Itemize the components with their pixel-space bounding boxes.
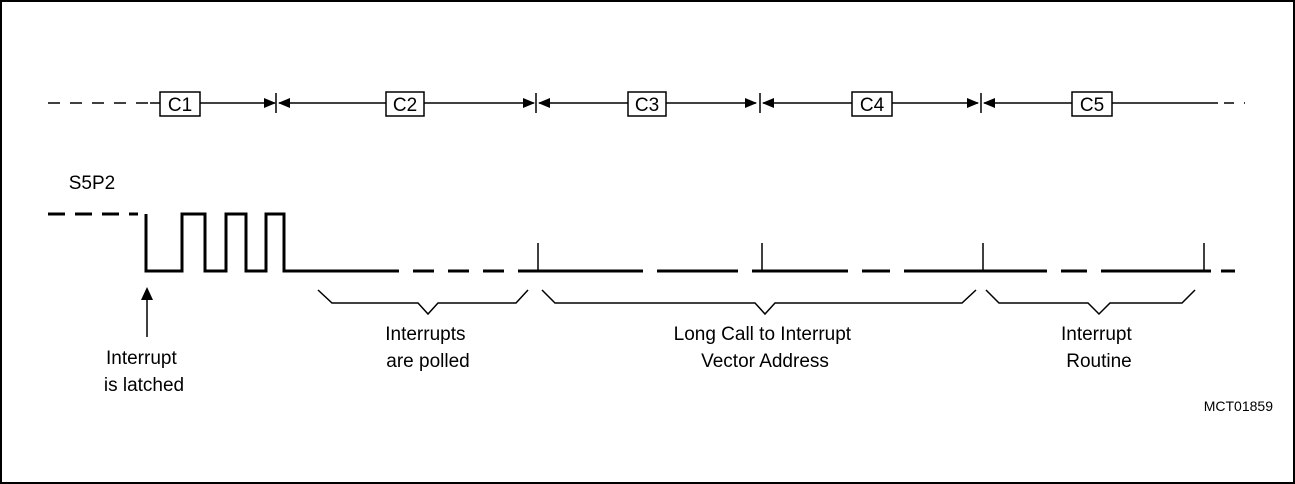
phase-ticks xyxy=(537,243,1205,271)
cycle-c3: C3 xyxy=(627,91,667,117)
figure-id: MCT01859 xyxy=(1204,398,1273,414)
cycle-c4: C4 xyxy=(851,91,893,117)
annotation-routine: Interrupt Routine xyxy=(1061,324,1137,372)
annotation-latched: Interrupt is latched xyxy=(104,348,184,396)
waveform-pulses xyxy=(144,212,378,273)
cycle-label-c3: C3 xyxy=(635,95,659,116)
annotation-long-call: Long Call to Interrupt Vector Address xyxy=(674,324,857,372)
brace-polled xyxy=(317,289,529,316)
cycle-c5: C5 xyxy=(1071,91,1113,117)
brace-routine xyxy=(985,289,1196,316)
latch-arrow xyxy=(141,287,153,337)
signal-label: S5P2 xyxy=(69,173,115,194)
cycle-c2: C2 xyxy=(385,91,425,117)
annotation-polled: Interrupts are polled xyxy=(385,324,471,372)
cycle-label-c5: C5 xyxy=(1080,95,1104,116)
braces xyxy=(317,289,1196,316)
cycle-label-c1: C1 xyxy=(168,95,192,116)
cycle-c1: C1 xyxy=(159,91,201,117)
cycle-timeline xyxy=(48,93,1245,113)
brace-long-call xyxy=(541,289,977,316)
cycle-label-c4: C4 xyxy=(860,95,885,116)
signal-waveform xyxy=(48,212,1245,273)
cycle-label-c2: C2 xyxy=(393,95,417,116)
